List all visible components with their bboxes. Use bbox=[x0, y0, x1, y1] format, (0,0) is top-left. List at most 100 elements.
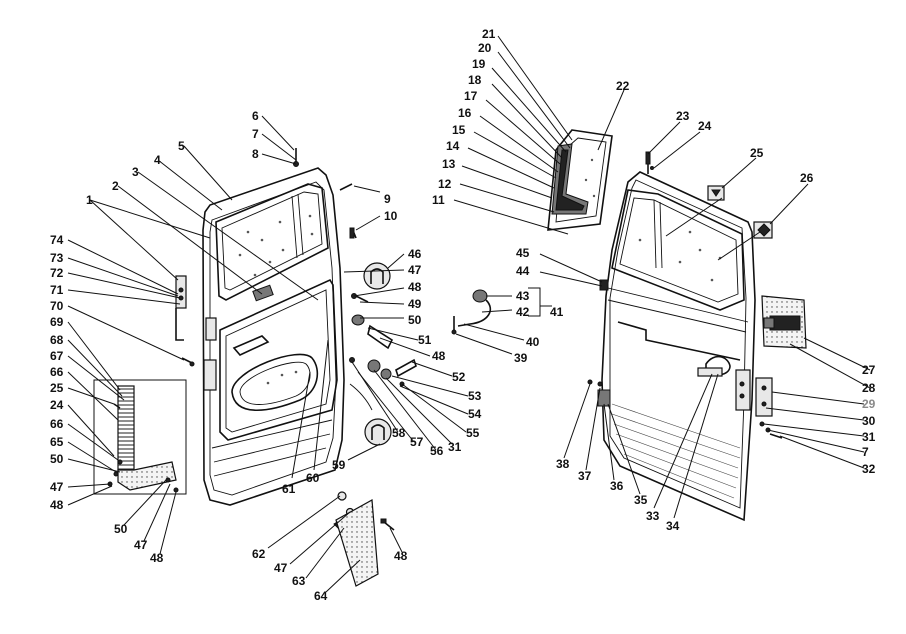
label-46: 46 bbox=[408, 247, 422, 261]
label-16: 16 bbox=[458, 106, 472, 120]
label-48d: 48 bbox=[432, 349, 446, 363]
clip-26 bbox=[753, 221, 773, 239]
label-32: 32 bbox=[862, 462, 876, 476]
label-24a: 24 bbox=[50, 398, 64, 412]
label-44: 44 bbox=[516, 264, 530, 278]
clip-25 bbox=[707, 185, 725, 201]
label-10: 10 bbox=[384, 209, 398, 223]
label-71: 71 bbox=[50, 283, 64, 297]
right-door-assembly bbox=[601, 171, 756, 522]
label-1: 1 bbox=[86, 193, 93, 207]
label-50a: 50 bbox=[50, 452, 64, 466]
callout-labels: 74 73 72 71 70 69 68 67 66 25 24 66 65 5… bbox=[50, 27, 876, 603]
label-37: 37 bbox=[578, 469, 592, 483]
label-72: 72 bbox=[50, 266, 64, 280]
label-5: 5 bbox=[178, 139, 185, 153]
handle-hardware bbox=[349, 293, 417, 411]
label-66b: 66 bbox=[50, 417, 64, 431]
label-53: 53 bbox=[468, 389, 482, 403]
label-14: 14 bbox=[446, 139, 460, 153]
label-42: 42 bbox=[516, 305, 530, 319]
leader-lines bbox=[67, 35, 871, 593]
label-69: 69 bbox=[50, 315, 64, 329]
label-48e: 48 bbox=[394, 549, 408, 563]
label-49: 49 bbox=[408, 297, 422, 311]
label-23: 23 bbox=[676, 109, 690, 123]
cap-46 bbox=[363, 262, 391, 290]
label-45: 45 bbox=[516, 246, 530, 260]
label-3: 3 bbox=[132, 165, 139, 179]
label-8: 8 bbox=[252, 147, 259, 161]
label-74: 74 bbox=[50, 233, 64, 247]
label-31b: 31 bbox=[862, 430, 876, 444]
label-66a: 66 bbox=[50, 365, 64, 379]
label-11: 11 bbox=[432, 193, 445, 207]
label-47a: 47 bbox=[50, 480, 64, 494]
label-4: 4 bbox=[154, 153, 161, 167]
label-55: 55 bbox=[466, 426, 480, 440]
label-20: 20 bbox=[478, 41, 492, 55]
label-43: 43 bbox=[516, 289, 530, 303]
label-48a: 48 bbox=[50, 498, 64, 512]
label-67: 67 bbox=[50, 349, 64, 363]
label-13: 13 bbox=[442, 157, 456, 171]
label-73: 73 bbox=[50, 251, 64, 265]
label-59: 59 bbox=[332, 458, 346, 472]
label-60: 60 bbox=[306, 471, 320, 485]
label-19: 19 bbox=[472, 57, 486, 71]
label-18: 18 bbox=[468, 73, 482, 87]
label-40: 40 bbox=[526, 335, 540, 349]
label-47b: 47 bbox=[134, 538, 148, 552]
label-36: 36 bbox=[610, 479, 624, 493]
label-12: 12 bbox=[438, 177, 452, 191]
label-50c: 50 bbox=[408, 313, 422, 327]
label-62: 62 bbox=[252, 547, 266, 561]
label-26: 26 bbox=[800, 171, 814, 185]
left-inset-box bbox=[93, 379, 187, 495]
label-50b: 50 bbox=[114, 522, 128, 536]
label-48c: 48 bbox=[408, 280, 422, 294]
screw-23-24 bbox=[645, 151, 654, 174]
screw-70 bbox=[181, 357, 195, 367]
label-6: 6 bbox=[252, 109, 259, 123]
label-39: 39 bbox=[514, 351, 528, 365]
label-17: 17 bbox=[464, 89, 478, 103]
label-34: 34 bbox=[666, 519, 680, 533]
label-28: 28 bbox=[862, 381, 876, 395]
label-52: 52 bbox=[452, 370, 466, 384]
label-25a: 25 bbox=[50, 381, 64, 395]
cap-59 bbox=[364, 418, 392, 446]
label-56: 56 bbox=[430, 444, 444, 458]
label-54: 54 bbox=[468, 407, 482, 421]
label-64: 64 bbox=[314, 589, 328, 603]
label-38: 38 bbox=[556, 457, 570, 471]
label-9: 9 bbox=[384, 192, 391, 206]
label-31a: 31 bbox=[448, 440, 462, 454]
label-63: 63 bbox=[292, 574, 306, 588]
label-27: 27 bbox=[862, 363, 876, 377]
left-door-assembly bbox=[202, 167, 345, 506]
label-7b: 7 bbox=[862, 445, 869, 459]
label-48b: 48 bbox=[150, 551, 164, 565]
lock-inset bbox=[761, 295, 807, 349]
label-47d: 47 bbox=[274, 561, 288, 575]
bottom-plate-parts bbox=[333, 491, 395, 587]
label-21: 21 bbox=[482, 27, 496, 41]
label-2: 2 bbox=[112, 179, 119, 193]
label-25b: 25 bbox=[750, 146, 764, 160]
label-7a: 7 bbox=[252, 127, 259, 141]
label-33: 33 bbox=[646, 509, 660, 523]
label-30: 30 bbox=[862, 414, 876, 428]
label-22: 22 bbox=[616, 79, 630, 93]
label-68: 68 bbox=[50, 333, 64, 347]
label-35: 35 bbox=[634, 493, 648, 507]
label-29: 29 bbox=[862, 397, 876, 411]
label-51: 51 bbox=[418, 333, 432, 347]
label-15: 15 bbox=[452, 123, 466, 137]
label-57: 57 bbox=[410, 435, 424, 449]
label-58: 58 bbox=[392, 426, 406, 440]
label-65: 65 bbox=[50, 435, 64, 449]
label-47c: 47 bbox=[408, 263, 422, 277]
label-61: 61 bbox=[282, 482, 296, 496]
